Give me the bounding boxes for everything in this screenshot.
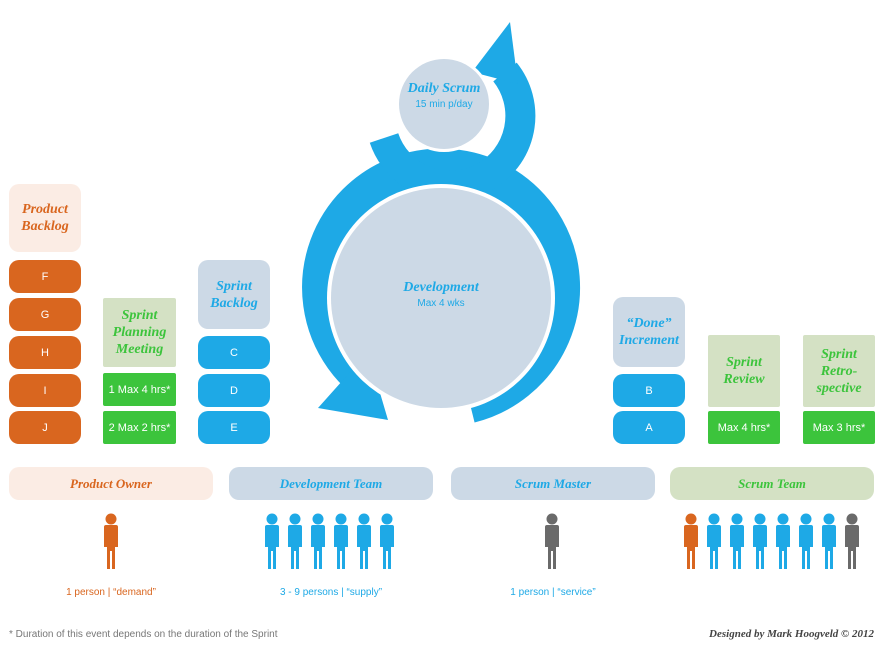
- sprint-backlog-item: E: [198, 411, 270, 444]
- sprint-planning-part-2: 2 Max 2 hrs*: [103, 411, 176, 444]
- role-product-owner: Product Owner: [9, 467, 213, 500]
- role-development-team: Development Team: [229, 467, 433, 500]
- sprint-backlog-header: Sprint Backlog: [198, 260, 270, 329]
- product-backlog-item: J: [9, 411, 81, 444]
- daily-scrum-disc: [399, 59, 489, 149]
- done-increment-item: B: [613, 374, 685, 407]
- sprint-review-time: Max 4 hrs*: [708, 411, 780, 444]
- credit: Designed by Mark Hoogveld © 2012: [709, 628, 874, 640]
- development-title: Development: [403, 280, 479, 295]
- done-increment-item: A: [613, 411, 685, 444]
- product-backlog-item: I: [9, 374, 81, 407]
- daily-scrum-title: Daily Scrum: [407, 81, 481, 96]
- product-owner-caption: 1 person | “demand”: [66, 587, 156, 598]
- scrum-master-caption: 1 person | “service”: [510, 587, 596, 598]
- development-label: Development Max 4 wks: [381, 279, 501, 309]
- product-backlog-item: F: [9, 260, 81, 293]
- daily-loop-arrowhead: [472, 22, 518, 84]
- sprint-backlog-item: D: [198, 374, 270, 407]
- daily-scrum-time: 15 min p/day: [415, 99, 473, 110]
- footnote: * Duration of this event depends on the …: [9, 629, 278, 640]
- development-time: Max 4 wks: [417, 298, 465, 309]
- sprint-backlog-item: C: [198, 336, 270, 369]
- sprint-retrospective-time: Max 3 hrs*: [803, 411, 875, 444]
- sprint-review-header: Sprint Review: [708, 335, 780, 407]
- sprint-planning-part-1: 1 Max 4 hrs*: [103, 373, 176, 406]
- daily-scrum-label: Daily Scrum 15 min p/day: [390, 80, 498, 110]
- role-scrum-team: Scrum Team: [670, 467, 874, 500]
- product-backlog-header: Product Backlog: [9, 184, 81, 252]
- daily-loop-arrow: [369, 62, 536, 201]
- development-disc: [331, 188, 551, 408]
- done-increment-header: “Done” Increment: [613, 297, 685, 367]
- product-backlog-item: H: [9, 336, 81, 369]
- sprint-loop-arrow: [302, 148, 580, 423]
- sprint-retrospective-header: Sprint Retro-spective: [803, 335, 875, 407]
- sprint-planning-header: Sprint Planning Meeting: [103, 298, 176, 367]
- development-team-caption: 3 - 9 persons | “supply”: [279, 587, 383, 598]
- product-backlog-item: G: [9, 298, 81, 331]
- role-scrum-master: Scrum Master: [451, 467, 655, 500]
